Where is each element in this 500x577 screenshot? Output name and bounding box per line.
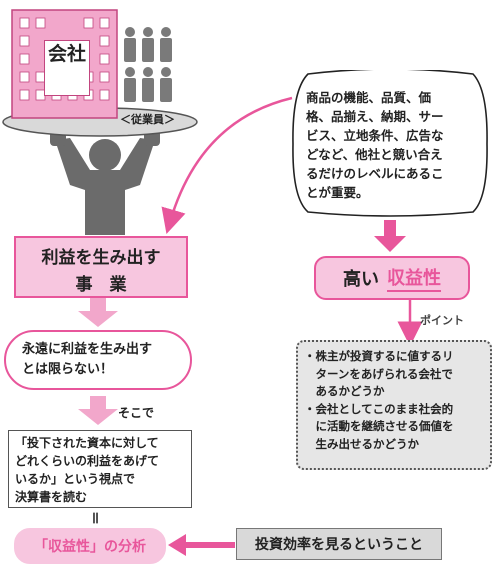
down-arrow-icon (78, 298, 118, 327)
building-icon (11, 9, 118, 119)
high-profitability-box: 高い 収益性 (314, 256, 470, 300)
employees-label: ＜従業員＞ (120, 113, 175, 126)
company-illustration (2, 9, 198, 235)
profitability-analysis-box: 「収益性」の分析 (14, 528, 166, 564)
not-forever-cloud: 永遠に利益を生み出す とは限らない！ (4, 330, 192, 390)
curved-arrow-icon (161, 96, 293, 234)
profit-business-box: 利益を生み出す 事 業 (14, 236, 188, 298)
investment-efficiency-label: 投資効率を見るということ (255, 537, 423, 553)
point-label: ポイント (420, 314, 464, 327)
down-arrow-icon (374, 220, 406, 252)
investment-efficiency-box: 投資効率を見るということ (236, 528, 442, 560)
speech-bubble-shape (292, 70, 488, 217)
profitability-highlight: 収益性 (387, 264, 441, 292)
profit-business-line1: 利益を生み出す (41, 248, 161, 268)
speech-bubble-text: 商品の機能、品質、価 格、品揃え、納期、サー ビス、立地条件、広告な どなど、他… (306, 90, 444, 200)
building-label: 会社 (44, 40, 90, 96)
read-statements-box: 「投下された資本に対して どれくらいの利益をあげて いるか」という視点で 決算書… (8, 430, 192, 508)
sokode-label: そこで (118, 406, 155, 420)
down-arrow-icon (78, 396, 118, 425)
equals-sign: ＝ (86, 511, 102, 525)
employees-icon (124, 27, 172, 102)
point-box: ・株主が投資するに値するリ ターンをあげられる会社で あるかどうか ・会社として… (296, 340, 492, 470)
profitability-analysis-label: 「収益性」の分析 (34, 539, 146, 555)
profit-business-line2: 事 業 (75, 275, 127, 295)
left-arrow-icon (168, 534, 235, 556)
high-label: 高い (343, 269, 379, 290)
